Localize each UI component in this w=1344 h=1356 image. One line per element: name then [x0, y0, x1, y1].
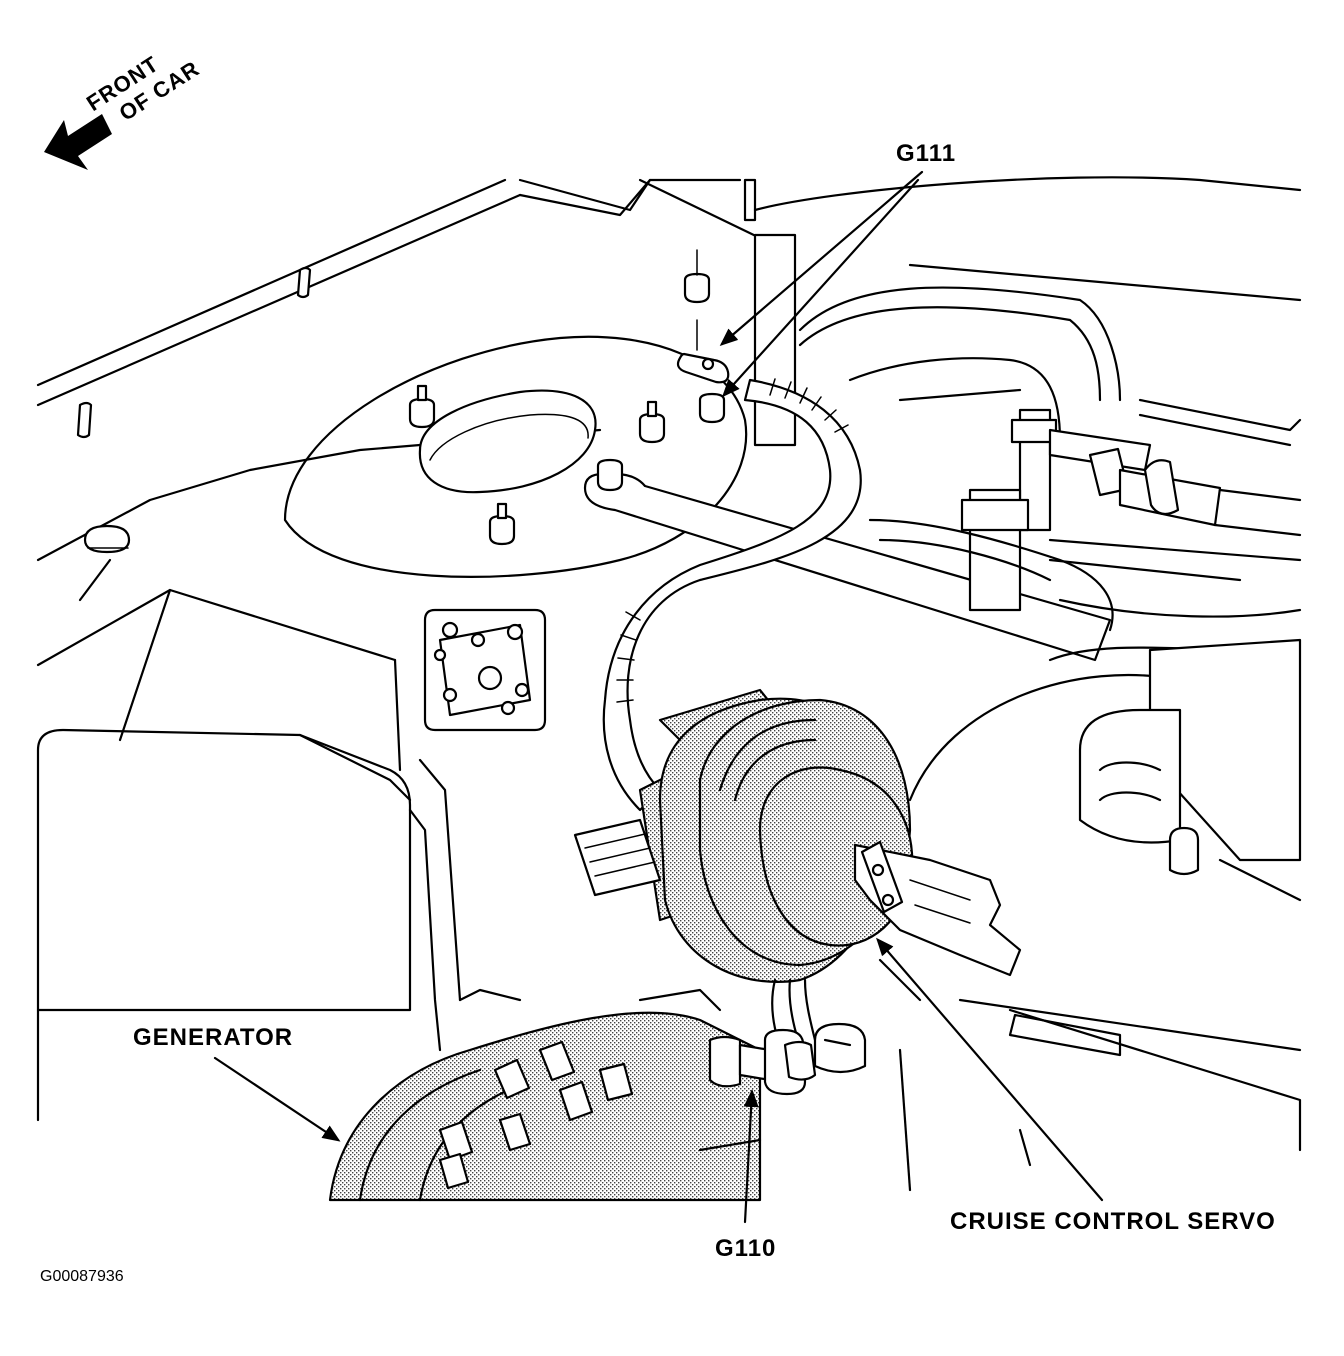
- fender-panels: [36, 178, 652, 772]
- leader-generator: [213, 1056, 341, 1142]
- strut-nut: [408, 384, 436, 429]
- cruise-control-servo: [573, 688, 1022, 1002]
- g110-label: G110: [715, 1235, 777, 1262]
- leader-g110: [743, 1089, 759, 1224]
- g111-ground-stud: [676, 249, 730, 424]
- generator: [328, 988, 762, 1202]
- leader-cruise-servo: [876, 937, 1104, 1202]
- firewall-and-lines: [518, 176, 1302, 618]
- front-of-car-arrow-icon: [44, 114, 112, 170]
- leader-g111-upper: [719, 170, 924, 346]
- figure-code: G00087936: [40, 1268, 124, 1285]
- g111-label: G111: [896, 140, 957, 167]
- cruise-control-servo-label: CRUISE CONTROL SERVO: [950, 1208, 1276, 1235]
- leader-g111-lower: [721, 178, 920, 398]
- generator-label: GENERATOR: [133, 1024, 294, 1051]
- tube-fitting: [1010, 408, 1302, 537]
- strut-nut: [638, 400, 666, 444]
- mounting-bracket: [423, 608, 547, 732]
- callout-leaders: [213, 170, 1104, 1224]
- strut-brace-bar: [583, 458, 1112, 662]
- wiring-harness: [602, 378, 1114, 812]
- battery-box: [36, 728, 462, 1122]
- strut-nut: [488, 502, 516, 546]
- strut-tower: [283, 249, 1112, 662]
- right-components: [898, 638, 1302, 1192]
- g110-ground-bolt: [708, 978, 867, 1096]
